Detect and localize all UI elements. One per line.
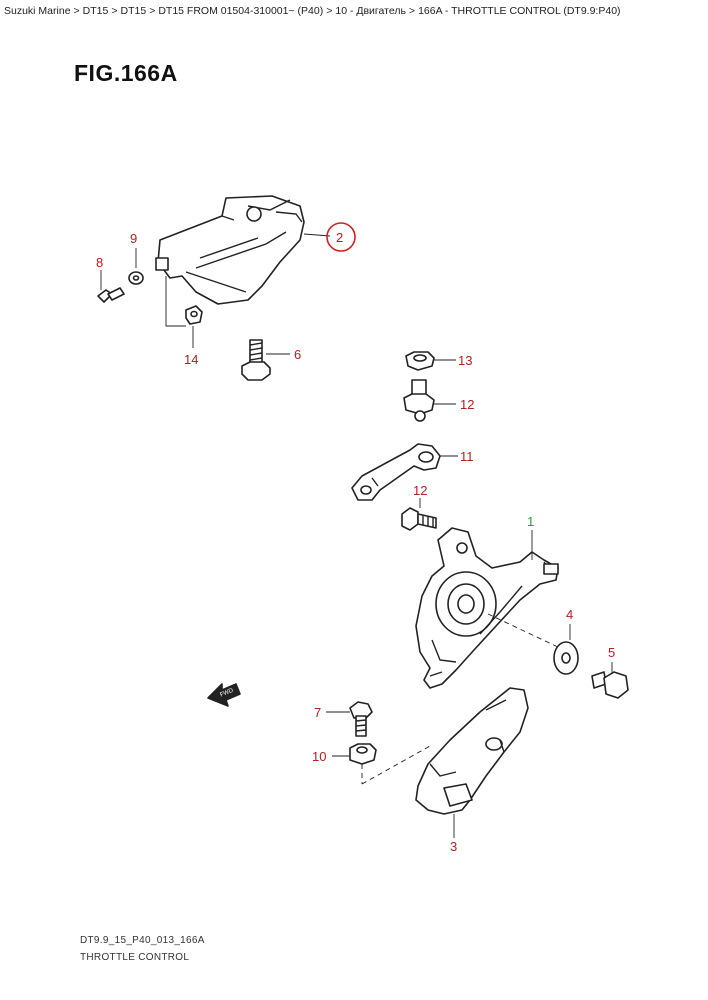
callout-8[interactable]: 8 [96,255,103,270]
assembly-axis-line [361,745,431,785]
part-5-bolt[interactable] [591,671,629,699]
part-3-throttle-arm[interactable] [415,687,529,815]
part-10-nut[interactable] [349,743,377,765]
breadcrumb-item[interactable]: Suzuki Marine [4,5,71,17]
part-12-bolt[interactable] [401,507,437,531]
part-6-bolt[interactable] [241,339,271,381]
callout-14[interactable]: 14 [184,352,198,367]
fwd-arrow-icon: FWD [207,683,241,707]
callout-3[interactable]: 3 [450,839,457,854]
breadcrumb-separator: > [111,5,118,17]
breadcrumb-item-current: 166A - THROTTLE CONTROL (DT9.9:P40) [418,5,621,17]
part-7-screw[interactable] [349,701,373,737]
part-12-ball-joint[interactable] [403,379,435,422]
breadcrumb-separator: > [326,5,333,17]
leader-line [165,276,194,348]
callout-10[interactable]: 10 [312,749,326,764]
part-9-washer[interactable] [128,271,144,285]
leader-line [303,233,331,237]
part-4-washer[interactable] [553,641,579,675]
figure-code: DT9.9_15_P40_013_166A [80,935,205,946]
callout-9[interactable]: 9 [130,231,137,246]
part-14-nut[interactable] [185,305,203,325]
figure-caption: THROTTLE CONTROL [80,952,190,963]
breadcrumb-item[interactable]: DT15 [120,5,147,17]
part-11-lever[interactable] [351,443,441,501]
breadcrumb: Suzuki Marine>DT15>DT15>DT15 FROM 01504-… [4,5,621,17]
part-8-screw[interactable] [97,287,125,303]
breadcrumb-item[interactable]: DT15 [82,5,109,17]
part-13-nut[interactable] [405,351,435,371]
breadcrumb-separator: > [408,5,416,17]
callout-6[interactable]: 6 [294,347,301,362]
callout-12[interactable]: 12 [460,397,474,412]
fwd-label: FWD [219,688,235,699]
part-1-throttle-cam[interactable] [415,527,559,689]
figure-title: FIG.166A [74,60,178,86]
callout-5[interactable]: 5 [608,645,615,660]
figure-footer: DT9.9_15_P40_013_166A THROTTLE CONTROL [80,932,205,966]
highlight-ring [326,222,356,252]
breadcrumb-item[interactable]: DT15 FROM 01504-310001~ (P40) [158,5,324,17]
breadcrumb-separator: > [149,5,156,17]
callout-1[interactable]: 1 [527,514,534,529]
callout-12[interactable]: 12 [413,483,427,498]
callout-11[interactable]: 11 [460,449,474,464]
breadcrumb-item[interactable]: 10 - Двигатель [335,5,406,17]
callout-2[interactable]: 2 [336,230,343,245]
callout-13[interactable]: 13 [458,353,472,368]
breadcrumb-separator: > [73,5,80,17]
assembly-axis-line [487,613,561,649]
callout-7[interactable]: 7 [314,705,321,720]
callout-4[interactable]: 4 [566,607,573,622]
part-2-bracket[interactable] [155,195,305,305]
